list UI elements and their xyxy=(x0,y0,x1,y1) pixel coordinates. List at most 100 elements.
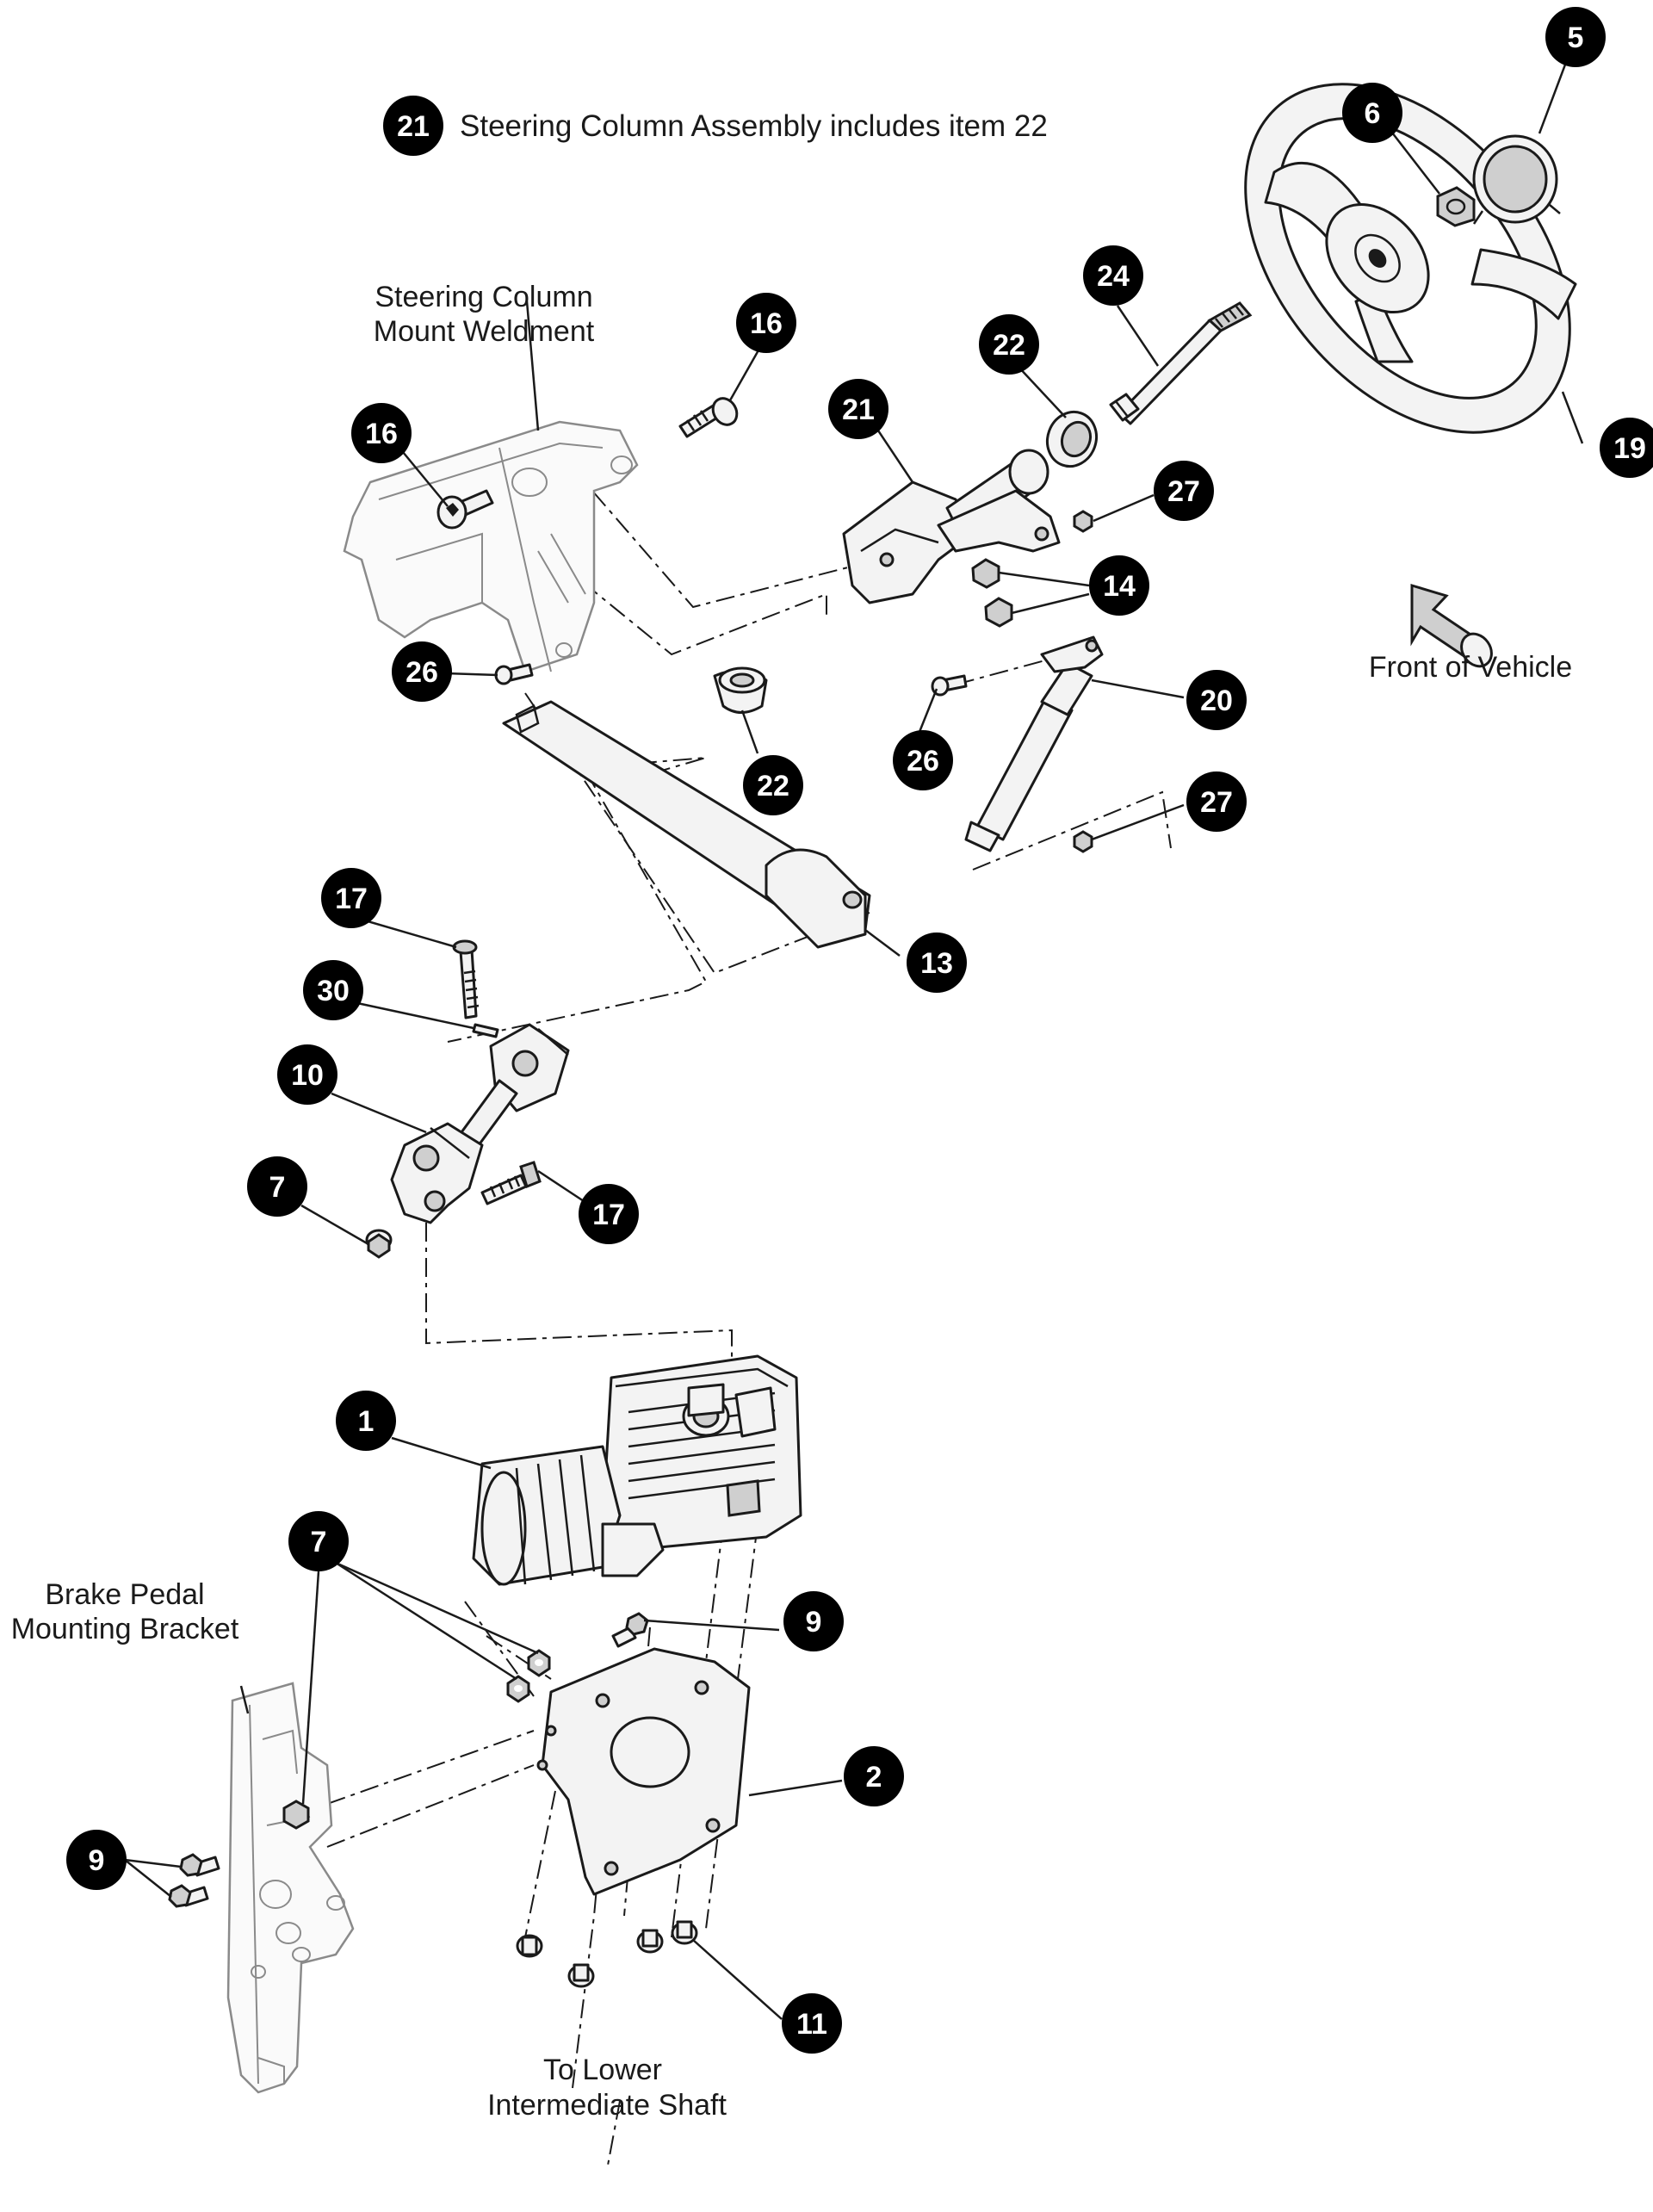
callout-27-upper-number: 27 xyxy=(1167,475,1200,508)
leader-6 xyxy=(1385,124,1440,195)
bolt-26-left xyxy=(494,663,534,685)
leader-lines xyxy=(124,64,1584,2020)
dash-plate-bolt-5 xyxy=(524,1790,556,1938)
nut-7-upper xyxy=(365,1229,393,1259)
column-nut-upper xyxy=(971,558,1000,589)
leader-1 xyxy=(391,1436,492,1470)
leader-14b xyxy=(1011,592,1090,615)
callout-16-upper-number: 16 xyxy=(750,307,783,340)
callout-6: 6 xyxy=(1342,83,1402,143)
callouts: 5 6 19 24 22 16 16 21 27 14 26 22 26 20 … xyxy=(66,7,1653,2054)
callout-26-right: 26 xyxy=(893,730,953,790)
column-nut-lower xyxy=(984,597,1013,628)
callout-11-number: 11 xyxy=(796,2008,827,2041)
steering-wheel xyxy=(1244,83,1577,434)
dash-to-lower-shaft xyxy=(606,2100,621,2171)
steering-column-mount-weldment xyxy=(343,420,639,673)
callout-9-upper-number: 9 xyxy=(806,1606,822,1639)
dash-mount-to-column xyxy=(569,464,879,609)
callout-14-number: 14 xyxy=(1103,570,1136,603)
leader-22b xyxy=(740,709,759,754)
plate-nut-7b xyxy=(506,1675,530,1703)
dash-bracket-plate-1 xyxy=(326,1730,535,1805)
leader-5 xyxy=(1538,64,1567,134)
upper-bearing xyxy=(1046,410,1098,468)
leader-19 xyxy=(1561,391,1584,444)
callout-9-lower-number: 9 xyxy=(89,1844,105,1877)
leader-16a xyxy=(728,348,761,401)
callout-13-number: 13 xyxy=(920,947,953,980)
callout-24-number: 24 xyxy=(1097,260,1130,293)
callout-17-lower: 17 xyxy=(579,1184,639,1244)
column-nut-27-upper xyxy=(1073,510,1093,533)
label-brake-bracket-line2: Mounting Bracket xyxy=(11,1613,239,1645)
bolt-17-top xyxy=(452,939,480,1019)
leader-20 xyxy=(1091,678,1185,699)
callout-20-number: 20 xyxy=(1200,685,1233,717)
leader-30 xyxy=(356,1001,474,1030)
callout-16-upper: 16 xyxy=(736,293,796,353)
leader-24 xyxy=(1116,305,1160,367)
power-steering-unit xyxy=(472,1354,802,1586)
plate-bolt-11b xyxy=(567,1963,595,1988)
callout-27-upper: 27 xyxy=(1154,461,1214,521)
leader-9a xyxy=(643,1619,780,1632)
callout-9-lower: 9 xyxy=(66,1830,127,1890)
leader-7b-2 xyxy=(335,1561,517,1681)
callout-7-upper: 7 xyxy=(247,1156,307,1217)
plate-bolt-9 xyxy=(611,1612,649,1648)
leader-22a xyxy=(1017,365,1067,418)
callout-17-upper: 17 xyxy=(321,868,381,928)
leader-21 xyxy=(876,430,914,483)
callout-16-lower: 16 xyxy=(351,403,412,463)
callout-20: 20 xyxy=(1186,670,1247,730)
leader-26a xyxy=(445,672,498,677)
callout-22-upper: 22 xyxy=(979,314,1039,375)
callout-21: 21 xyxy=(828,379,888,439)
label-brake-bracket-line1: Brake Pedal xyxy=(45,1578,204,1611)
lower-u-joint xyxy=(390,1122,484,1224)
callout-2: 2 xyxy=(844,1746,904,1806)
callout-10: 10 xyxy=(277,1044,337,1105)
steering-column xyxy=(842,449,1061,604)
leader-11 xyxy=(692,1939,783,2020)
callout-27-lower-number: 27 xyxy=(1200,786,1233,819)
callout-22-lower: 22 xyxy=(743,755,803,815)
spring-nut-27-lower xyxy=(1073,830,1093,853)
leader-17b xyxy=(537,1169,585,1203)
callout-2-number: 2 xyxy=(866,1761,882,1794)
steering-shaft xyxy=(1109,301,1253,425)
callout-11: 11 xyxy=(782,1993,842,2054)
leader-13 xyxy=(864,929,901,957)
lower-bushing xyxy=(713,666,768,714)
callout-17-upper-number: 17 xyxy=(335,883,368,915)
leader-26b xyxy=(918,688,938,733)
dash-cylinder-lower xyxy=(972,790,1172,871)
leader-16b xyxy=(402,451,449,507)
label-lower-shaft-line2: Intermediate Shaft xyxy=(487,2089,727,2122)
dash-mount-to-bracket xyxy=(554,559,827,656)
pin-30 xyxy=(472,1023,499,1038)
mount-bolt-upper xyxy=(678,397,739,438)
label-mount-weldment: Steering Column Mount Weldment xyxy=(374,281,595,348)
callout-7-lower-number: 7 xyxy=(311,1526,327,1558)
support-bracket xyxy=(502,700,871,949)
leader-weldment xyxy=(525,301,540,431)
leader-7a xyxy=(300,1204,369,1246)
callout-17-lower-number: 17 xyxy=(592,1199,625,1231)
label-brake-bracket: Brake Pedal Mounting Bracket xyxy=(11,1578,239,1645)
leader-17a xyxy=(352,915,457,949)
label-mount-weldment-line2: Mount Weldment xyxy=(374,315,595,348)
bolt-26-right xyxy=(931,674,968,697)
dash-bracket-plate-2 xyxy=(326,1764,535,1848)
callout-24: 24 xyxy=(1083,245,1143,306)
leader-brake-bracket xyxy=(239,1685,250,1714)
assembly-note: 21 Steering Column Assembly includes ite… xyxy=(383,96,1048,156)
label-lower-shaft: To Lower Intermediate Shaft xyxy=(487,2054,727,2122)
callout-5-number: 5 xyxy=(1568,22,1584,54)
label-mount-weldment-line1: Steering Column xyxy=(375,281,592,313)
leader-9b-2 xyxy=(124,1859,172,1898)
leader-27a xyxy=(1093,493,1155,523)
callout-27-lower: 27 xyxy=(1186,771,1247,832)
label-front-of-vehicle: Front of Vehicle xyxy=(1369,651,1572,684)
